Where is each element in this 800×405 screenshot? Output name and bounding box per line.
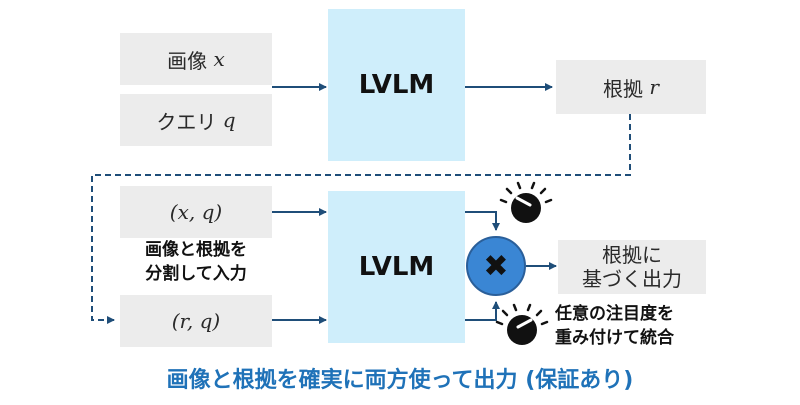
image-input-box: 画像 x xyxy=(120,33,272,85)
grounded-output-line-2: 基づく出力 xyxy=(582,267,682,291)
input-rq-label: (r, q) xyxy=(171,309,221,333)
lvlm-label-top: LVLM xyxy=(358,70,435,100)
weight-note: 任意の注目度を 重み付けて統合 xyxy=(555,302,715,350)
input-xq-box: (x, q) xyxy=(120,186,272,238)
weight-note-line-1: 任意の注目度を xyxy=(555,304,674,324)
rationale-output-box: 根拠 r xyxy=(556,60,706,114)
input-xq-label: (x, q) xyxy=(169,200,223,224)
split-note-line-2: 分割して入力 xyxy=(145,264,247,284)
lvlm-model-top: LVLM xyxy=(328,9,465,161)
grounded-output-box: 根拠に 基づく出力 xyxy=(558,240,706,294)
rationale-var: r xyxy=(649,75,659,99)
query-input-label: クエリ xyxy=(156,109,217,134)
dashed-feedback-path xyxy=(91,114,631,324)
knob-icon xyxy=(495,303,549,345)
weight-note-line-2: 重み付けて統合 xyxy=(555,328,674,348)
split-note: 画像と根拠を 分割して入力 xyxy=(120,238,272,286)
split-note-line-1: 画像と根拠を xyxy=(145,240,247,260)
lvlm-model-bottom: LVLM xyxy=(328,191,465,343)
multiply-icon: ✖ xyxy=(483,248,509,284)
image-input-var: x xyxy=(213,47,225,71)
rationale-label: 根拠 xyxy=(603,76,644,101)
arrow-lvlm-lower-to-combine xyxy=(465,301,500,321)
grounded-output-line-1: 根拠に xyxy=(602,243,662,267)
diagram-caption: 画像と根拠を確実に両方使って出力 (保証あり) xyxy=(166,368,634,393)
image-input-label: 画像 xyxy=(167,48,208,73)
query-input-box: クエリ q xyxy=(120,94,272,146)
combine-node xyxy=(466,236,526,296)
input-rq-box: (r, q) xyxy=(120,295,272,347)
knob-icon xyxy=(499,181,553,223)
query-input-var: q xyxy=(222,108,236,132)
lvlm-label-bottom: LVLM xyxy=(358,252,435,282)
arrow-lvlm-upper-to-combine xyxy=(465,211,500,231)
